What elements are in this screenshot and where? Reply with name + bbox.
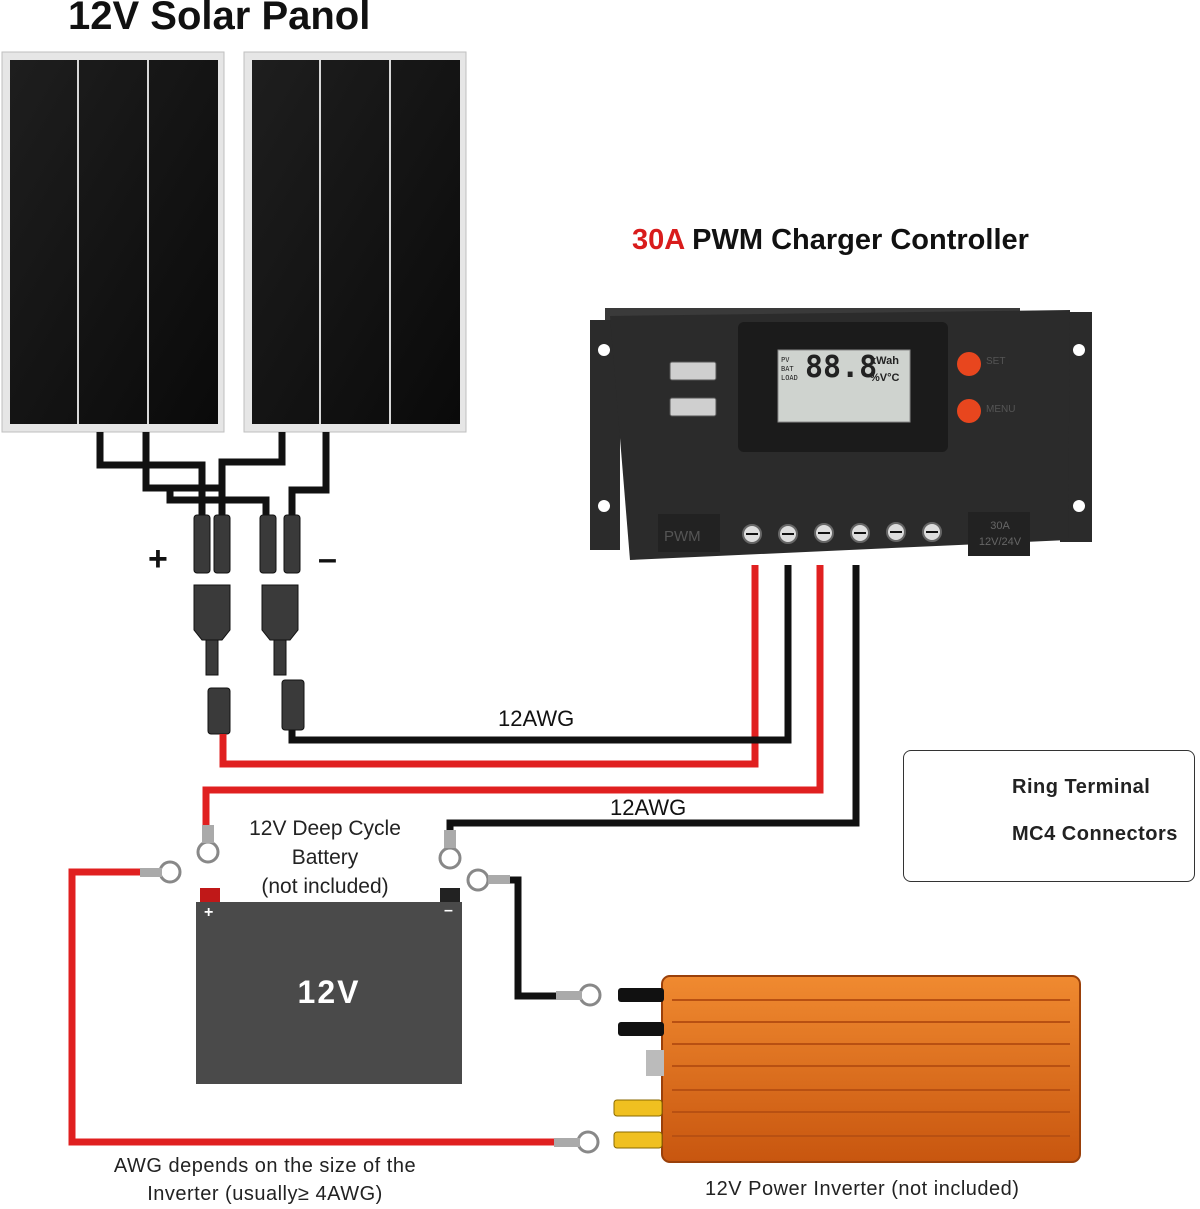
- lcd-label-bat: BAT: [781, 365, 794, 373]
- battery-caption-line2: Battery: [291, 846, 359, 869]
- page-title: 12V Solar Panol: [68, 0, 371, 38]
- legend-box: Ring Terminal MC4 Connectors: [903, 750, 1195, 882]
- awg-note: AWG depends on the size of the Inverter …: [60, 1152, 470, 1208]
- controller-name: PWM Charger Controller: [684, 224, 1029, 256]
- set-button-label: SET: [986, 356, 1006, 367]
- lcd-digits: 88.8: [805, 350, 878, 385]
- awg-note-line1: AWG depends on the size of the: [113, 1155, 417, 1177]
- mc4-y-branch: [193, 584, 305, 735]
- solar-panel-left: [1, 51, 225, 433]
- battery-caption: 12V Deep Cycle Battery (not included): [230, 814, 420, 901]
- solar-panel-right: [243, 51, 467, 433]
- menu-button-label: MENU: [986, 404, 1016, 415]
- rating-badge-volts: 12V/24V: [978, 536, 1022, 548]
- lcd-units-bottom: %V°C: [870, 372, 900, 384]
- rating-badge-amps: 30A: [990, 520, 1010, 532]
- awg-note-line2: Inverter (usually≥ 4AWG): [147, 1183, 383, 1205]
- array-wires: [219, 565, 792, 768]
- legend-ring-terminal: Ring Terminal: [1012, 776, 1151, 798]
- lcd-units-top: kWah: [870, 355, 899, 367]
- array-positive-sign: +: [148, 540, 168, 578]
- awg-label-battery: 12AWG: [610, 795, 687, 820]
- controller-title: 30A PWM Charger Controller: [632, 224, 1029, 257]
- legend-mc4-connectors: MC4 Connectors: [1012, 823, 1178, 845]
- battery: [196, 888, 462, 1084]
- lcd-labels: PV BAT LOAD: [781, 356, 798, 383]
- inverter-caption: 12V Power Inverter (not included): [705, 1178, 1020, 1200]
- lcd-label-pv: PV: [781, 356, 790, 364]
- power-inverter: [613, 975, 1081, 1163]
- panel-leads: [96, 432, 330, 515]
- charge-controller: [590, 308, 1092, 560]
- battery-plus-mark: +: [204, 904, 214, 921]
- awg-label-array: 12AWG: [498, 706, 575, 731]
- lcd-label-load: LOAD: [781, 374, 798, 382]
- rating-badge: 30A 12V/24V: [972, 518, 1028, 550]
- controller-rating: 30A: [632, 224, 685, 256]
- pwm-badge: PWM: [664, 528, 701, 545]
- ring-terminal-barrels: [140, 825, 582, 1147]
- battery-minus-mark: –: [444, 902, 453, 919]
- array-negative-sign: –: [318, 540, 337, 578]
- battery-voltage: 12V: [297, 974, 361, 1010]
- battery-caption-line1: 12V Deep Cycle: [249, 817, 401, 840]
- battery-caption-line3: (not included): [261, 875, 389, 898]
- inverter-wires: [68, 868, 556, 1146]
- mc4-connectors-upper: [193, 514, 301, 574]
